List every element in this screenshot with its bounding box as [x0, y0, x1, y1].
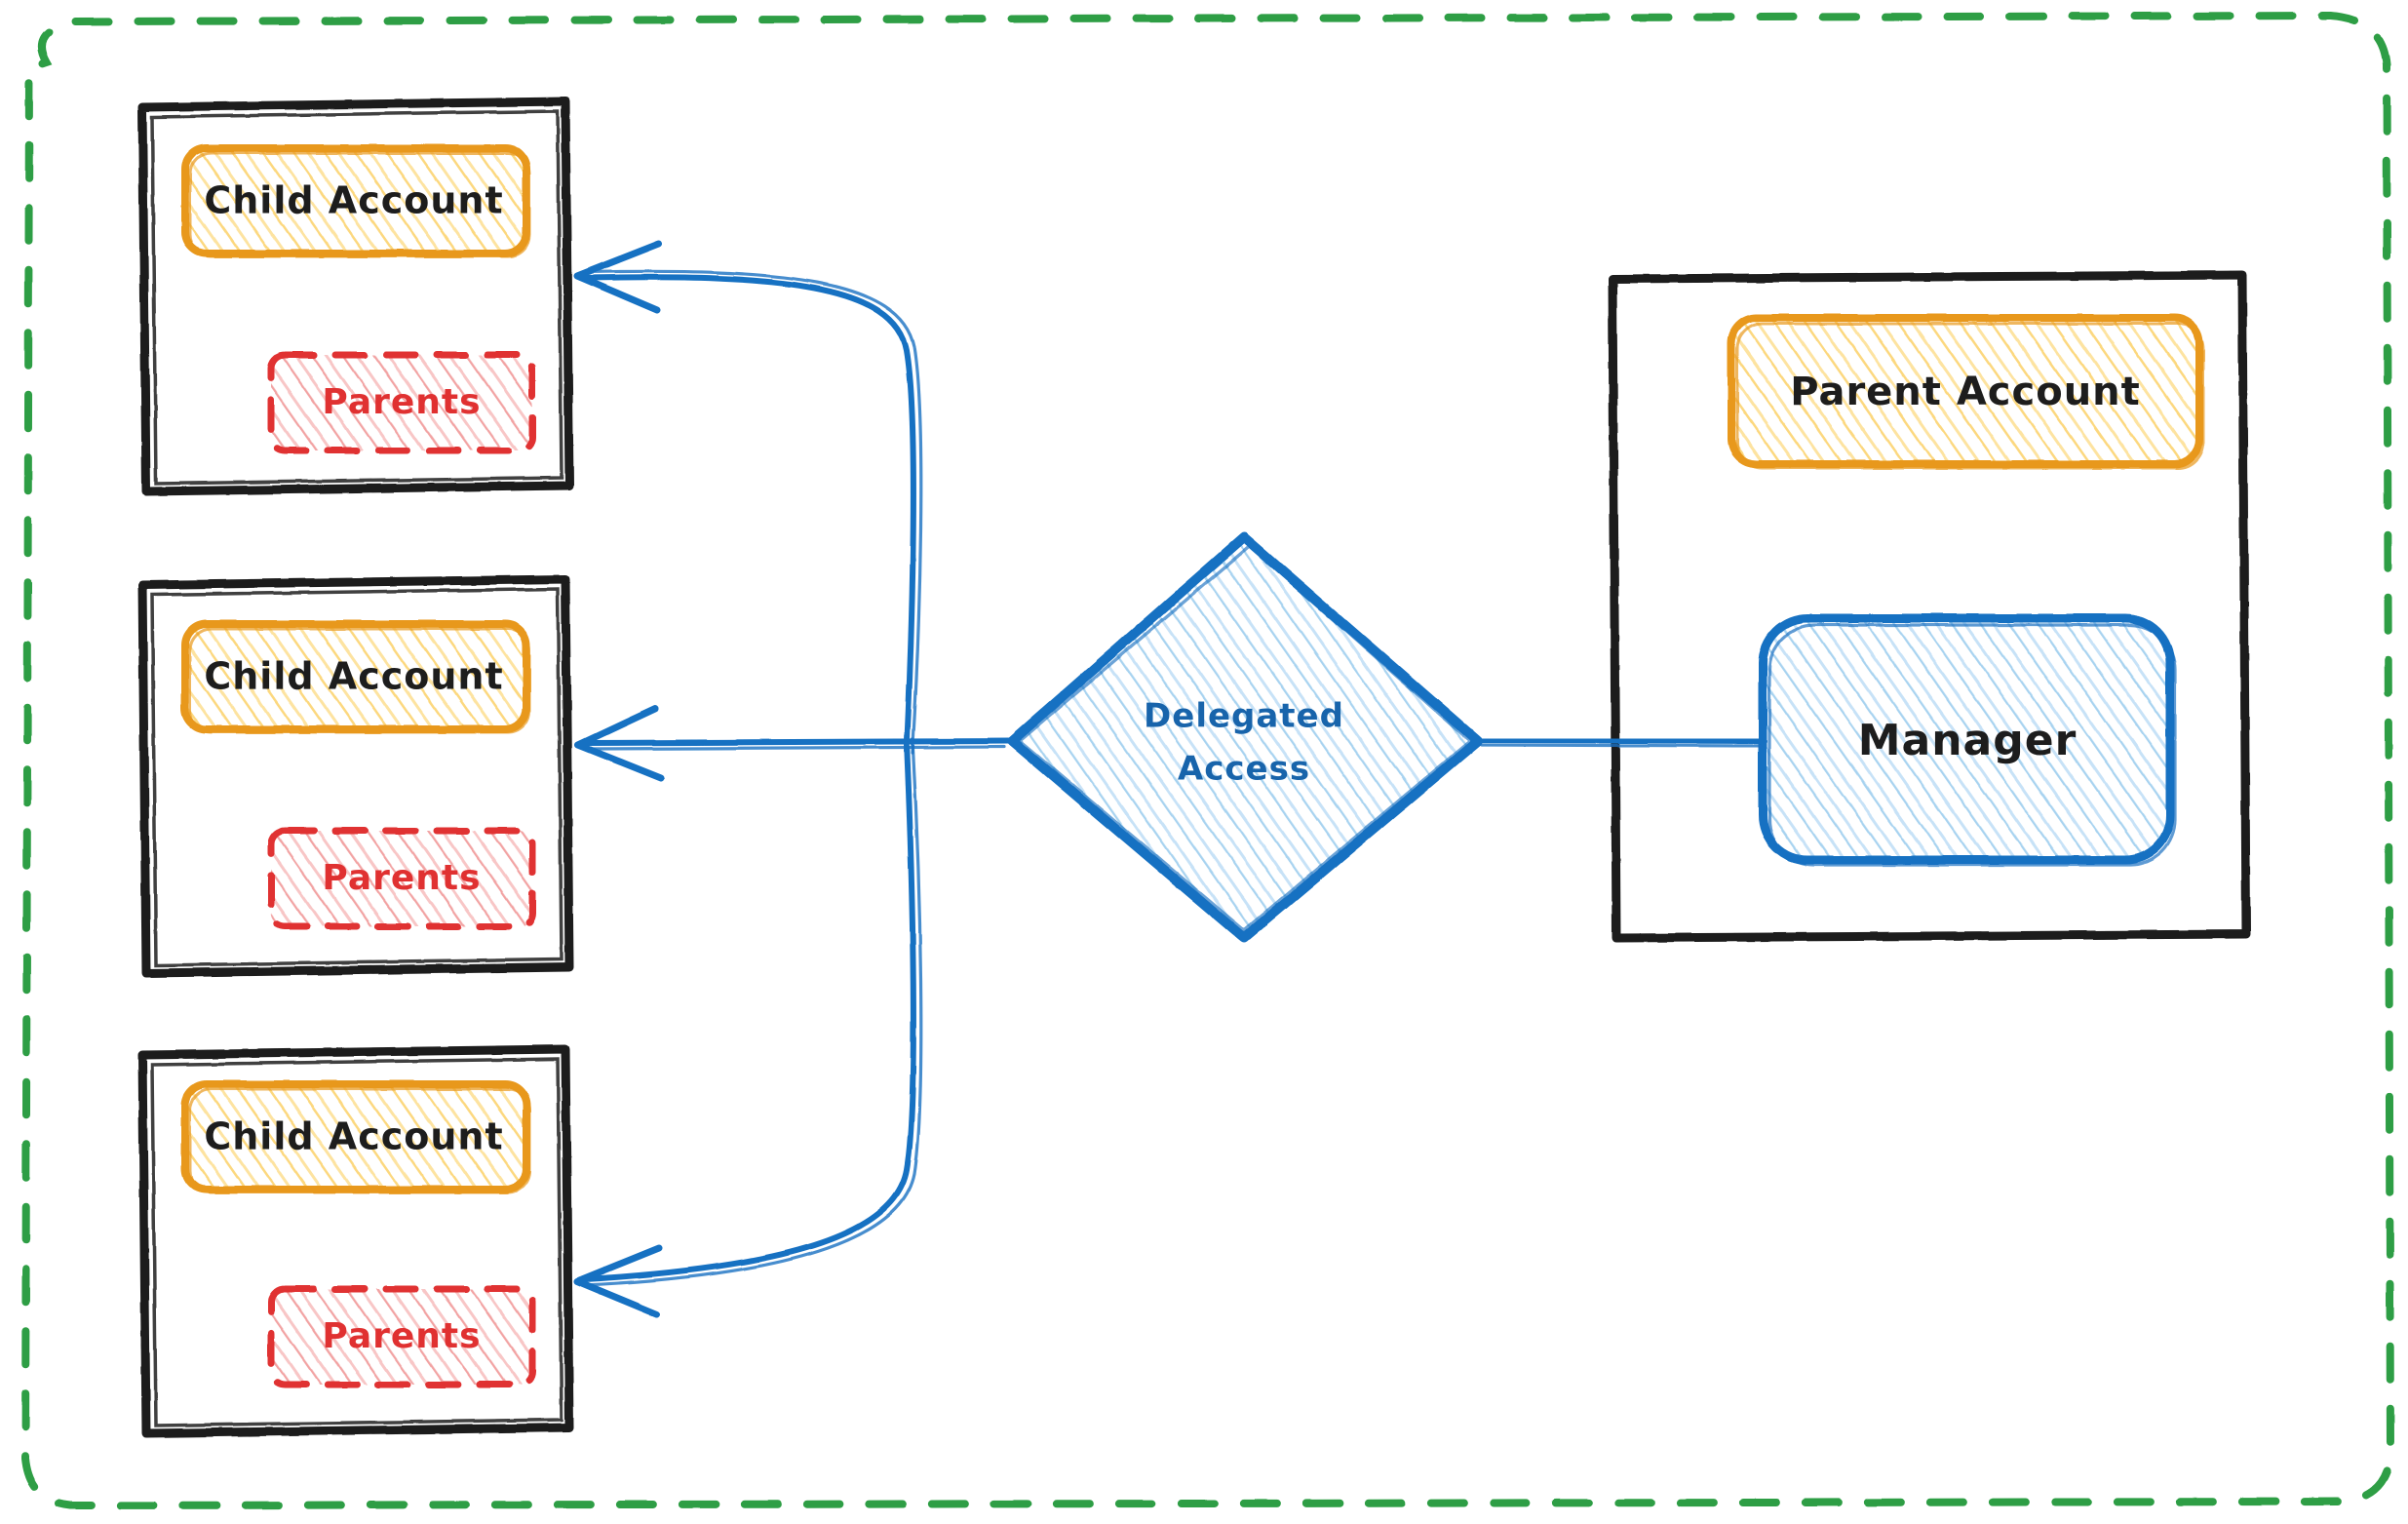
connector-diamond-to-child-1 [573, 240, 923, 755]
parents-box-1[interactable] [267, 351, 536, 454]
parents-box-3[interactable] [267, 1285, 536, 1388]
delegated-access-diamond[interactable]: Delegated Access [1007, 532, 1483, 943]
child-account-box-2[interactable] [181, 620, 531, 734]
child-account-box-1[interactable] [181, 144, 531, 258]
parents-label-3: Parents [322, 1316, 481, 1356]
child-account-label-2: Child Account [204, 655, 503, 698]
child-account-box-3[interactable] [181, 1080, 531, 1194]
parent-account-label: Parent Account [1790, 370, 2141, 414]
parents-box-2[interactable] [267, 827, 536, 930]
manager-label: Manager [1858, 716, 2078, 765]
delegated-access-label-line2: Access [1178, 750, 1310, 789]
child-panel-3[interactable]: Child Account Parents [137, 1044, 574, 1438]
child-panel-2[interactable]: Child Account Parents [137, 574, 574, 978]
connector-diamond-to-child-3 [573, 737, 923, 1318]
connector-diamond-to-child-2 [574, 705, 1013, 782]
connector-manager-to-diamond [1477, 737, 1767, 748]
parents-label-1: Parents [322, 382, 481, 422]
child-account-label-3: Child Account [204, 1115, 503, 1158]
parent-account-box[interactable] [1728, 314, 2205, 470]
child-panel-1[interactable]: Child Account Parents [137, 97, 574, 496]
parent-panel[interactable]: Parent Account Manager [1608, 270, 2251, 943]
child-account-label-1: Child Account [204, 179, 503, 222]
delegated-access-label-line1: Delegated [1144, 697, 1344, 736]
parents-label-2: Parents [322, 858, 481, 898]
